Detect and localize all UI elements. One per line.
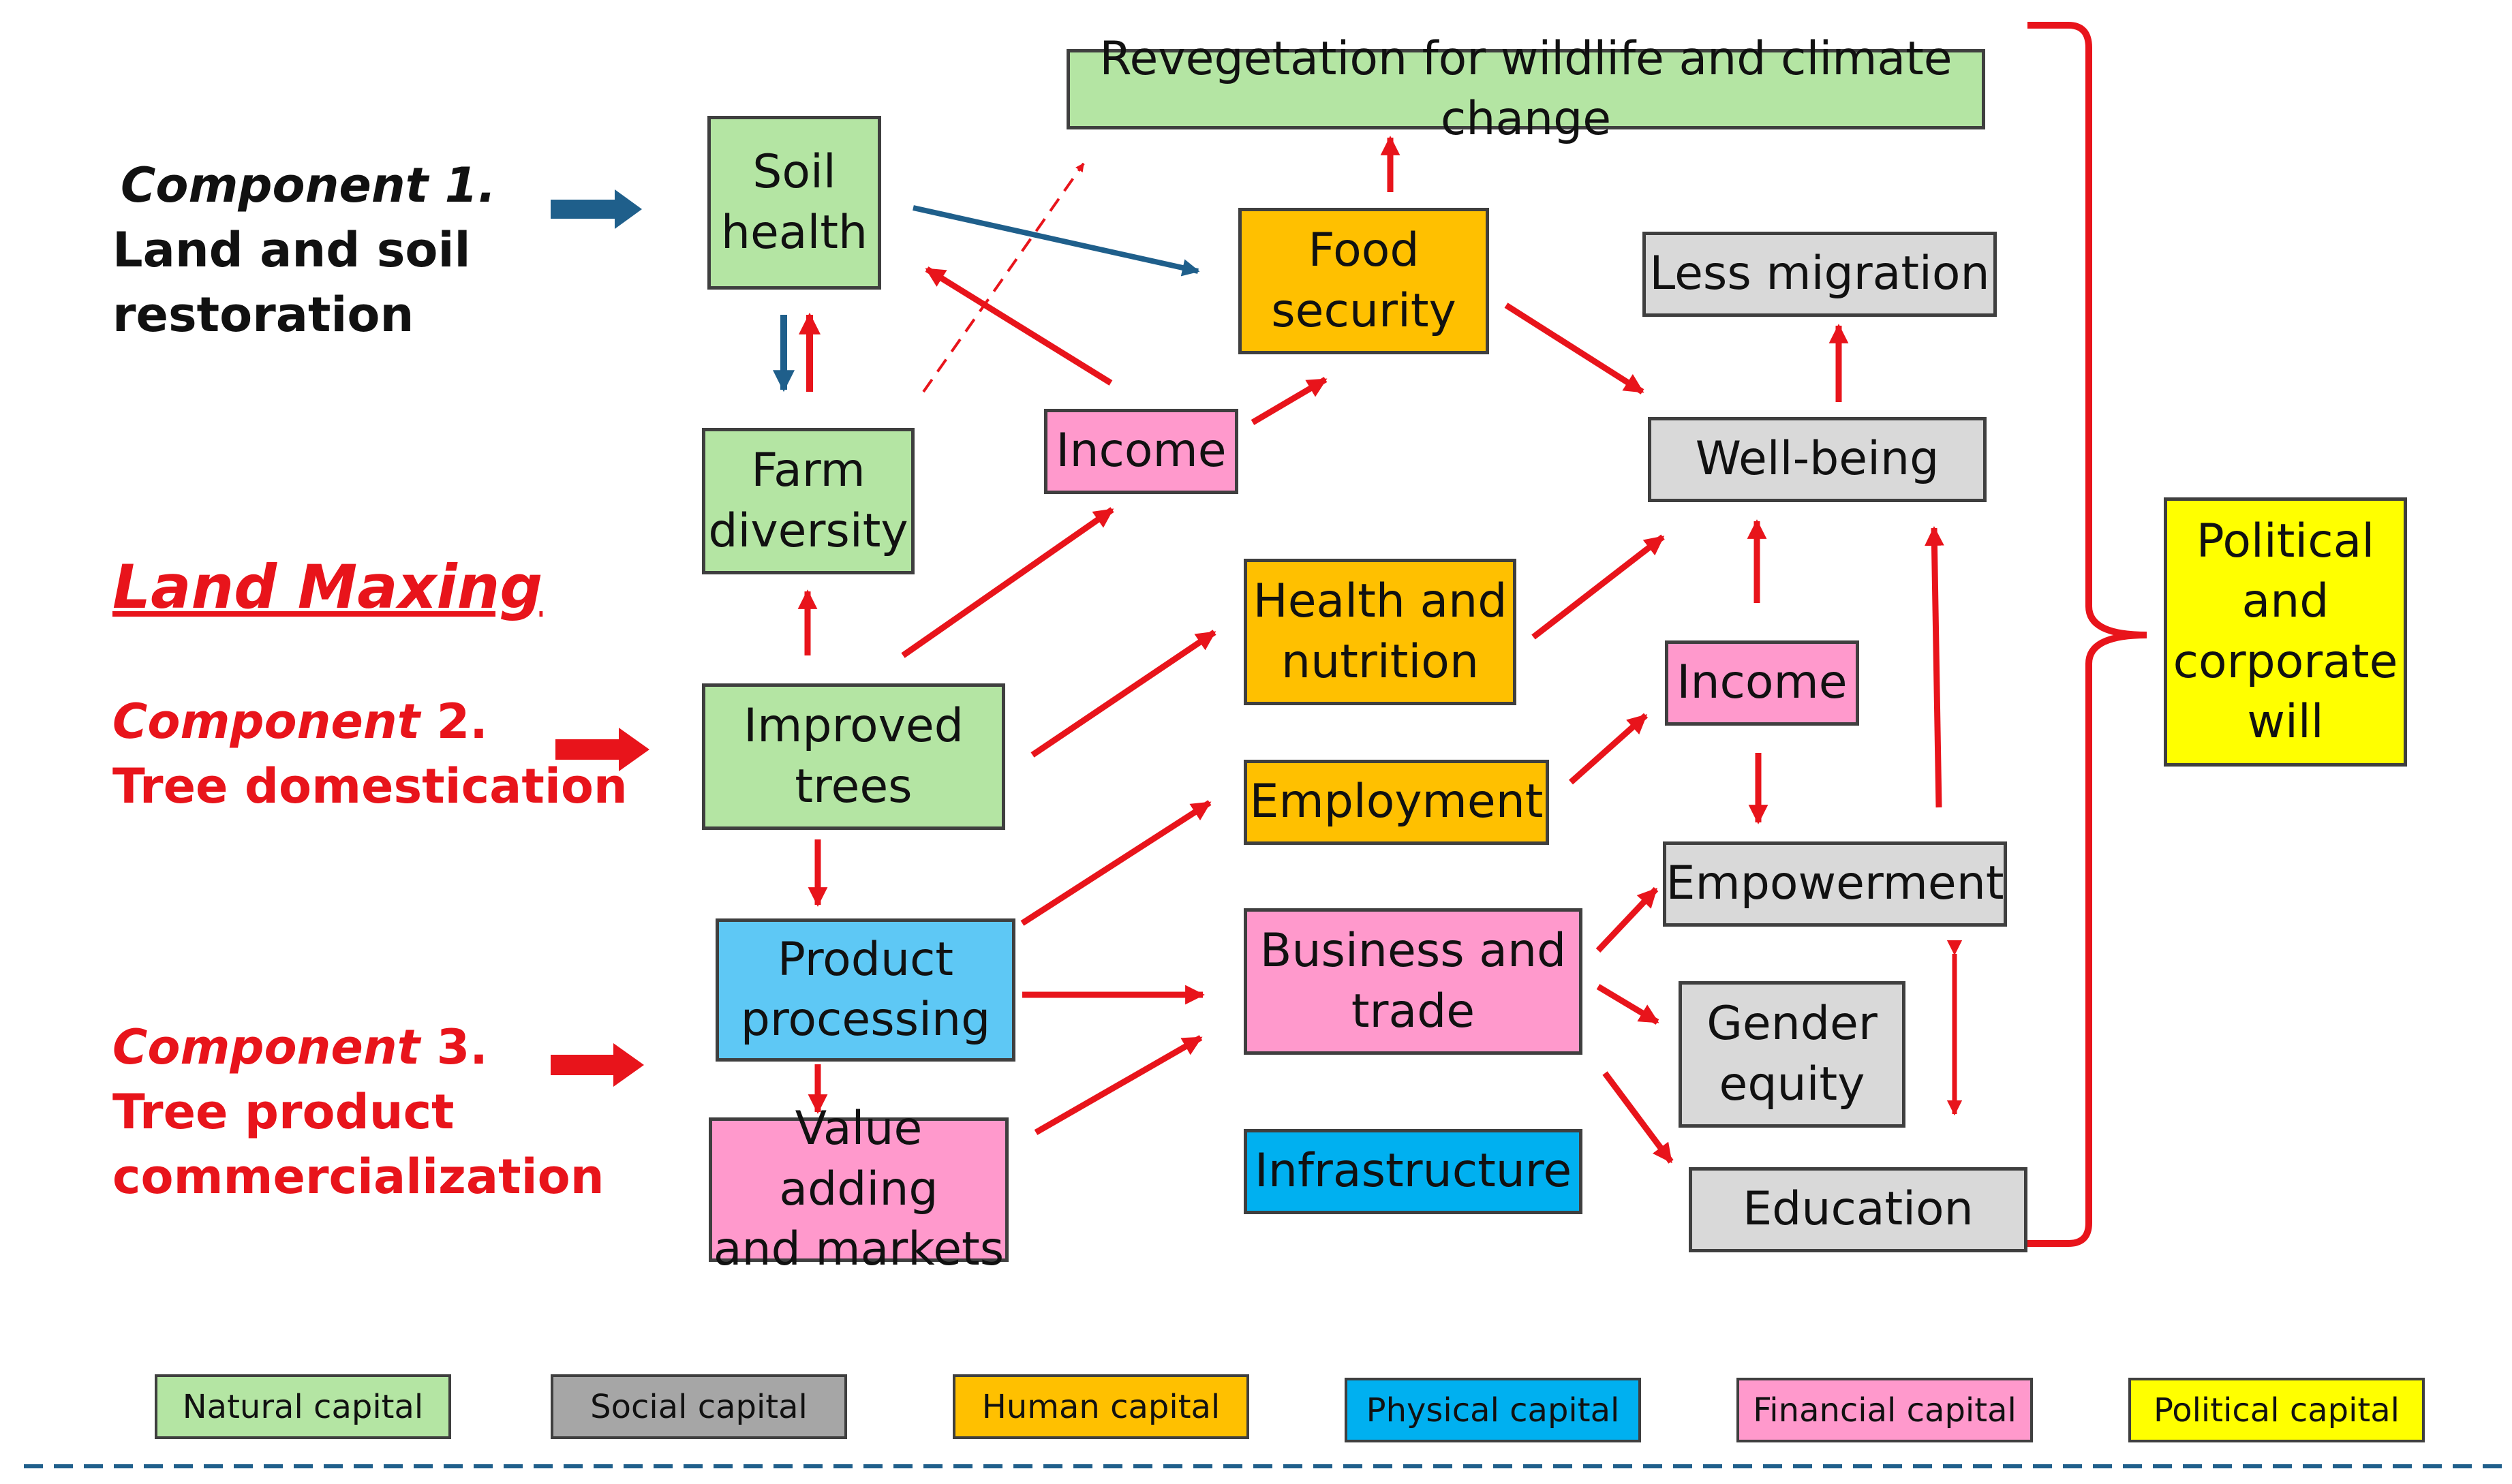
- legend-human-capital: Human capital: [953, 1374, 1249, 1439]
- legend-financial-capital: Financial capital: [1736, 1378, 2033, 1442]
- component1-label: Component 1. Land and soil restoration: [112, 153, 496, 347]
- legend-social-capital: Social capital: [551, 1374, 847, 1439]
- arrow-farm-to-revegetation-dashed: [922, 162, 1085, 393]
- arrow-soil-to-food: [913, 205, 1200, 277]
- component1-line2: Land and soil: [112, 222, 471, 278]
- component3-label: Component 3. Tree product commercializat…: [112, 1015, 604, 1209]
- component2-label: Component 2. Tree domestication: [112, 690, 628, 819]
- node-education: Education: [1689, 1167, 2027, 1252]
- arrow-health-to-wellbeing: [1531, 534, 1665, 640]
- arrow-business-to-gender: [1596, 984, 1659, 1025]
- arrow-value-to-business: [1034, 1035, 1203, 1135]
- node-political-will: Political and corporate will: [2164, 497, 2407, 767]
- node-empowerment: Empowerment: [1663, 841, 2007, 927]
- legend-natural-capital: Natural capital: [155, 1374, 451, 1439]
- arrow-business-to-education: [1602, 1071, 1674, 1164]
- arrow-processing-to-employment: [1020, 800, 1212, 926]
- component1-arrow: [551, 189, 642, 229]
- node-employment: Employment: [1244, 760, 1549, 845]
- component3-arrow: [551, 1043, 644, 1087]
- arrow-business-to-empowerment: [1595, 886, 1659, 953]
- component3-line3: commercialization: [112, 1149, 604, 1205]
- arrow-income-to-food: [1251, 377, 1328, 425]
- node-infrastructure: Infrastructure: [1244, 1129, 1582, 1214]
- arrow-employment-to-income: [1569, 713, 1648, 785]
- component2-title: Component 2.: [112, 694, 488, 749]
- node-revegetation: Revegetation for wildlife and climate ch…: [1067, 32, 1985, 146]
- component3-title: Component 3.: [112, 1019, 488, 1075]
- node-well-being: Well-being: [1648, 417, 1987, 502]
- arrow-income-to-soil: [925, 266, 1113, 386]
- component3-line2: Tree product: [112, 1084, 455, 1140]
- arrow-food-to-wellbeing: [1504, 303, 1644, 395]
- right-brace: [2027, 22, 2147, 1247]
- component2-line2: Tree domestication: [112, 758, 628, 814]
- node-income-top: Income: [1044, 409, 1238, 494]
- node-less-migration: Less migration: [1642, 232, 1997, 317]
- component2-arrow: [555, 728, 649, 771]
- land-maxing-title: Land Maxing: [112, 552, 543, 622]
- arrow-trees-to-income: [901, 507, 1114, 658]
- arrow-trees-to-health: [1030, 630, 1216, 758]
- arrow-empowerment-to-wellbeing: [1925, 526, 1944, 808]
- legend-political-capital: Political capital: [2128, 1378, 2425, 1442]
- component1-title: Component 1.: [121, 157, 496, 213]
- component1-line3: restoration: [112, 287, 414, 343]
- node-income-right: Income: [1665, 640, 1859, 726]
- legend-physical-capital: Physical capital: [1345, 1378, 1641, 1442]
